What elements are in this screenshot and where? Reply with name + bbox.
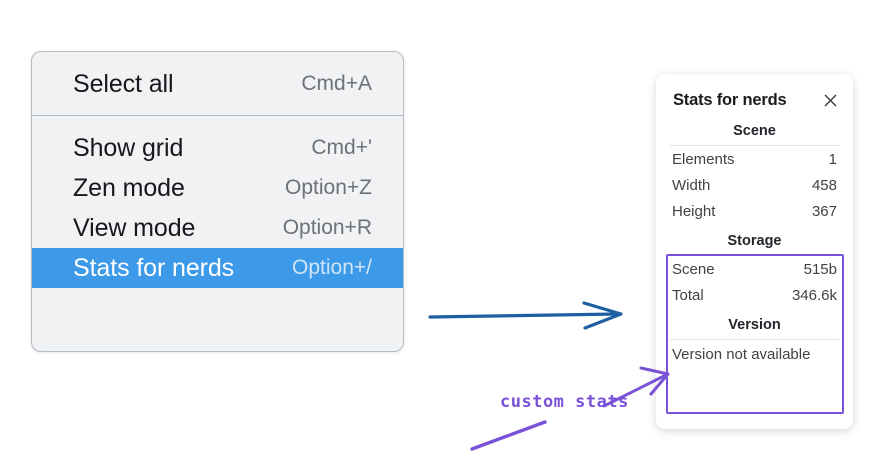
stat-key: Width <box>672 176 711 194</box>
menu-item-select-all[interactable]: Select all Cmd+A <box>32 64 403 104</box>
stat-value: 346.6k <box>791 286 837 304</box>
stat-row-height: Height 367 <box>656 198 853 224</box>
section-rule <box>670 145 839 146</box>
section-title-version: Version <box>728 317 781 333</box>
menu-item-shortcut: Cmd+A <box>301 72 372 95</box>
stat-key: Scene <box>672 260 715 278</box>
menu-item-shortcut: Cmd+' <box>311 136 372 159</box>
menu-item-label: Stats for nerds <box>73 253 235 282</box>
menu-group-primary: Select all Cmd+A <box>32 52 403 115</box>
menu-item-shortcut: Option+Z <box>285 176 372 199</box>
menu-item-view-mode[interactable]: View mode Option+R <box>32 208 403 248</box>
context-menu[interactable]: Select all Cmd+A Show grid Cmd+' Zen mod… <box>31 51 404 352</box>
section-title-storage: Storage <box>727 233 782 249</box>
annotation-label-custom-stats: custom stats <box>500 392 629 412</box>
stat-row-width: Width 458 <box>656 172 853 198</box>
stat-row-elements: Elements 1 <box>656 146 853 172</box>
menu-item-stats-for-nerds[interactable]: Stats for nerds Option+/ <box>32 248 403 288</box>
menu-separator <box>32 115 403 116</box>
menu-item-label: Zen mode <box>73 173 185 202</box>
menu-item-shortcut: Option+R <box>282 216 372 239</box>
stat-key: Elements <box>672 150 735 168</box>
menu-item-zen-mode[interactable]: Zen mode Option+Z <box>32 168 403 208</box>
stat-row-storage-scene: Scene 515b <box>656 256 853 282</box>
version-not-available-text: Version not available <box>672 346 811 363</box>
stat-key: Height <box>672 202 716 220</box>
menu-footer-spacer <box>32 288 403 309</box>
section-rule <box>670 339 839 340</box>
stat-value: 458 <box>811 176 837 194</box>
blue-arrow <box>428 301 623 330</box>
section-title-scene: Scene <box>733 123 776 139</box>
stat-value: 367 <box>811 202 837 220</box>
stat-value: 515b <box>803 260 837 278</box>
menu-item-show-grid[interactable]: Show grid Cmd+' <box>32 128 403 168</box>
stat-value: 1 <box>828 150 837 168</box>
close-icon[interactable] <box>821 91 839 109</box>
menu-group-view: Show grid Cmd+' Zen mode Option+Z View m… <box>32 116 403 309</box>
menu-item-label: Select all <box>73 69 174 98</box>
menu-item-label: View mode <box>73 213 196 242</box>
stat-key: Total <box>672 286 704 304</box>
menu-item-label: Show grid <box>73 133 184 162</box>
stats-panel-title: Stats for nerds <box>673 90 787 109</box>
stats-panel-header: Stats for nerds <box>656 86 853 114</box>
stats-for-nerds-panel: Stats for nerds Scene Elements 1 Width 4… <box>656 74 853 429</box>
stat-row-storage-total: Total 346.6k <box>656 282 853 308</box>
menu-item-shortcut: Option+/ <box>292 256 372 279</box>
purple-underline-stroke <box>470 420 547 451</box>
